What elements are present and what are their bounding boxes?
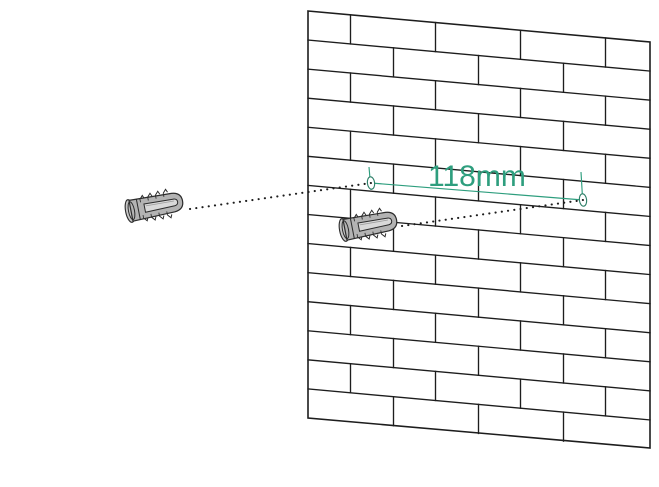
floating-wall-plug <box>122 185 186 227</box>
dimension-annotation: 118mm <box>368 160 584 207</box>
brick-wall <box>307 10 651 449</box>
wall-outline <box>307 10 651 449</box>
upper-insertion-guide-line <box>188 181 373 211</box>
dimension-line <box>370 182 584 201</box>
insertion-guide-lines <box>188 181 585 228</box>
lower-insertion-guide-line <box>400 198 585 228</box>
dimension-label: 118mm <box>428 160 526 193</box>
brick-courses <box>307 14 651 442</box>
